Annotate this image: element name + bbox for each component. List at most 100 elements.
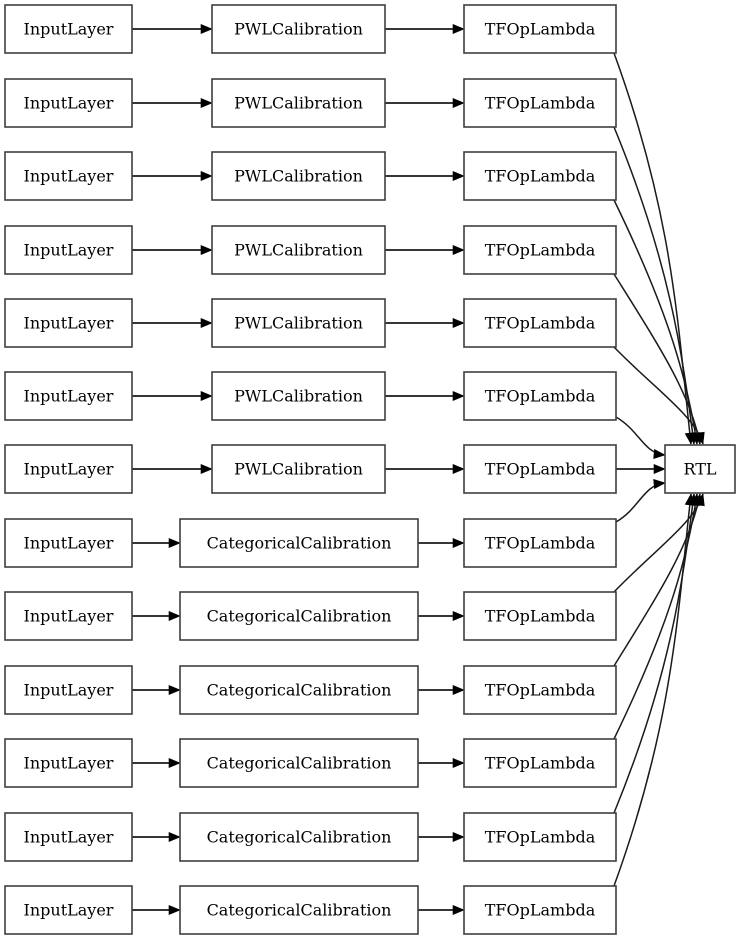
node-calibration-4-label: PWLCalibration [234,314,363,333]
node-tf-op-lambda-4-box [463,298,617,348]
node-calibration-7-box [179,518,419,568]
node-tf-op-lambda-4[interactable]: TFOpLambda [463,298,617,348]
node-calibration-2[interactable]: PWLCalibration [211,151,386,201]
node-calibration-7[interactable]: CategoricalCalibration [179,518,419,568]
edge-calibration-to-lambda-7-arrowhead [452,537,465,549]
node-input-layer-9[interactable]: InputLayer [4,665,133,715]
node-tf-op-lambda-7-box [463,518,617,568]
node-input-layer-3[interactable]: InputLayer [4,225,133,275]
edge-calibration-to-lambda-12-arrowhead [452,904,465,916]
edge-calibration-to-lambda-3-arrowhead [452,244,465,256]
node-tf-op-lambda-8[interactable]: TFOpLambda [463,591,617,641]
node-calibration-6[interactable]: PWLCalibration [211,444,386,494]
edge-calibration-to-lambda-11-arrowhead [452,831,465,843]
node-input-layer-12[interactable]: InputLayer [4,885,133,935]
edge-input-to-calibration-10-arrowhead [168,757,181,769]
edge-input-to-calibration-7-arrowhead [168,537,181,549]
node-tf-op-lambda-6[interactable]: TFOpLambda [463,444,617,494]
node-tf-op-lambda-5[interactable]: TFOpLambda [463,371,617,421]
node-tf-op-lambda-11-label: TFOpLambda [485,828,596,847]
node-input-layer-8[interactable]: InputLayer [4,591,133,641]
node-tf-op-lambda-9[interactable]: TFOpLambda [463,665,617,715]
node-input-layer-2-box [4,151,133,201]
node-calibration-8-label: CategoricalCalibration [207,607,392,626]
node-input-layer-5-label: InputLayer [24,387,114,406]
node-calibration-12-label: CategoricalCalibration [207,901,392,920]
node-input-layer-8-box [4,591,133,641]
node-input-layer-4[interactable]: InputLayer [4,298,133,348]
edge-input-to-calibration-3-arrowhead [200,244,213,256]
node-tf-op-lambda-3[interactable]: TFOpLambda [463,225,617,275]
node-calibration-5[interactable]: PWLCalibration [211,371,386,421]
node-tf-op-lambda-1-label: TFOpLambda [485,94,596,113]
node-tf-op-lambda-2[interactable]: TFOpLambda [463,151,617,201]
node-calibration-10[interactable]: CategoricalCalibration [179,738,419,788]
node-calibration-12[interactable]: CategoricalCalibration [179,885,419,935]
node-calibration-11-label: CategoricalCalibration [207,828,392,847]
edge-lambda-to-output-5 [615,416,666,456]
node-tf-op-lambda-7[interactable]: TFOpLambda [463,518,617,568]
node-input-layer-0-label: InputLayer [24,20,114,39]
node-input-layer-9-box [4,665,133,715]
node-input-layer-4-label: InputLayer [24,314,114,333]
node-rtl-output[interactable]: RTL [664,444,736,494]
node-input-layer-1[interactable]: InputLayer [4,78,133,128]
node-calibration-1-box [211,78,386,128]
node-calibration-9-label: CategoricalCalibration [207,681,392,700]
node-tf-op-lambda-0-label: TFOpLambda [485,20,596,39]
edge-lambda-to-output-0 [613,52,692,445]
edge-lambda-to-output-12 [613,493,692,887]
node-input-layer-10[interactable]: InputLayer [4,738,133,788]
node-input-layer-12-label: InputLayer [24,901,114,920]
node-tf-op-lambda-12-box [463,885,617,935]
node-tf-op-lambda-10-box [463,738,617,788]
node-calibration-8[interactable]: CategoricalCalibration [179,591,419,641]
node-rtl-output-box [664,444,736,494]
node-input-layer-5[interactable]: InputLayer [4,371,133,421]
node-input-layer-10-label: InputLayer [24,754,114,773]
edge-input-to-calibration-1-arrowhead [200,97,213,109]
edge-calibration-to-lambda-10-arrowhead [452,757,465,769]
node-input-layer-11-box [4,812,133,862]
edge-calibration-to-lambda-4-arrowhead [452,317,465,329]
node-tf-op-lambda-0[interactable]: TFOpLambda [463,4,617,54]
node-input-layer-2[interactable]: InputLayer [4,151,133,201]
node-input-layer-6-box [4,444,133,494]
node-calibration-7-label: CategoricalCalibration [207,534,392,553]
node-calibration-3-label: PWLCalibration [234,241,363,260]
node-tf-op-lambda-11-box [463,812,617,862]
node-calibration-3[interactable]: PWLCalibration [211,225,386,275]
node-tf-op-lambda-1[interactable]: TFOpLambda [463,78,617,128]
node-input-layer-11-label: InputLayer [24,828,114,847]
node-calibration-0[interactable]: PWLCalibration [211,4,386,54]
node-calibration-3-box [211,225,386,275]
node-calibration-1[interactable]: PWLCalibration [211,78,386,128]
node-input-layer-1-label: InputLayer [24,94,114,113]
node-tf-op-lambda-4-label: TFOpLambda [485,314,596,333]
node-calibration-9[interactable]: CategoricalCalibration [179,665,419,715]
node-tf-op-lambda-6-label: TFOpLambda [485,460,596,479]
node-tf-op-lambda-12[interactable]: TFOpLambda [463,885,617,935]
node-input-layer-0[interactable]: InputLayer [4,4,133,54]
node-input-layer-7[interactable]: InputLayer [4,518,133,568]
node-input-layer-11[interactable]: InputLayer [4,812,133,862]
edge-lambda-to-output-4-arrowhead [694,431,705,445]
node-tf-op-lambda-10[interactable]: TFOpLambda [463,738,617,788]
edge-lambda-to-output-9 [613,493,701,667]
edge-input-to-calibration-5-arrowhead [200,390,213,402]
edge-lambda-to-output-10 [613,493,698,740]
node-calibration-11[interactable]: CategoricalCalibration [179,812,419,862]
node-tf-op-lambda-11[interactable]: TFOpLambda [463,812,617,862]
node-input-layer-9-label: InputLayer [24,681,114,700]
node-input-layer-1-box [4,78,133,128]
edge-lambda-to-output-7 [615,482,666,523]
node-calibration-4[interactable]: PWLCalibration [211,298,386,348]
edge-calibration-to-lambda-2-arrowhead [452,170,465,182]
node-input-layer-8-label: InputLayer [24,607,114,626]
node-input-layer-7-box [4,518,133,568]
node-input-layer-6[interactable]: InputLayer [4,444,133,494]
edge-lambda-to-output-2 [613,199,698,445]
node-input-layer-3-box [4,225,133,275]
node-tf-op-lambda-1-box [463,78,617,128]
